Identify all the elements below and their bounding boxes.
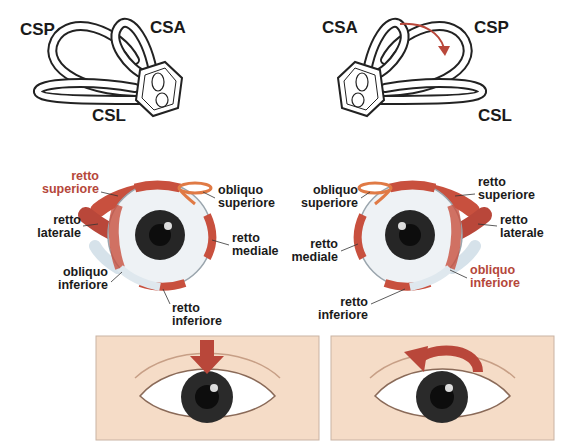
muscle-label: retto mediale <box>270 238 338 264</box>
muscle-label: obliquo superiore <box>218 184 286 210</box>
muscle-label: obliquo inferiore <box>470 264 538 290</box>
muscle-label: retto laterale <box>13 214 81 240</box>
muscle-label: retto superiore <box>31 170 99 196</box>
muscle-label: retto inferiore <box>172 302 240 328</box>
canal-label: CSA <box>322 18 358 38</box>
muscle-label: retto inferiore <box>300 296 368 322</box>
canal-label: CSP <box>20 20 55 40</box>
muscle-label: retto mediale <box>232 232 300 258</box>
muscle-label: obliquo superiore <box>290 184 358 210</box>
canal-label: CSA <box>150 18 186 38</box>
canal-label: CSL <box>92 106 126 126</box>
muscle-label: retto laterale <box>500 214 568 240</box>
muscle-label: retto superiore <box>478 176 546 202</box>
canal-label: CSP <box>474 18 509 38</box>
muscle-label: obliquo inferiore <box>40 266 108 292</box>
canal-label: CSL <box>478 106 512 126</box>
